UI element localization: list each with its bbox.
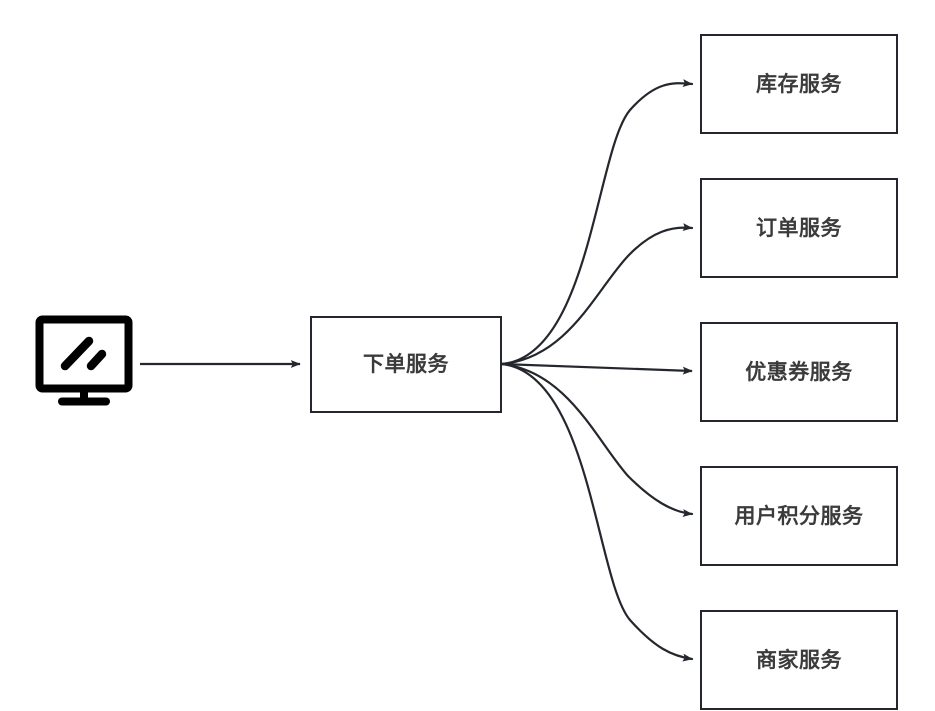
node-merchant-service-label: 商家服务 [756,648,842,672]
node-order-service-label: 订单服务 [756,216,842,240]
node-inventory-service-label: 库存服务 [756,72,842,96]
connector-order-placement-to-user-points [500,362,694,518]
node-order-placement-service-label: 下单服务 [363,353,449,376]
node-order-service[interactable]: 订单服务 [700,178,898,278]
connector-order-placement-to-order [500,223,694,366]
node-order-placement-service[interactable]: 下单服务 [310,316,502,413]
node-coupon-service[interactable]: 优惠券服务 [700,322,898,422]
client-node[interactable] [34,314,136,406]
connector-order-placement-to-coupon [501,362,693,375]
node-merchant-service[interactable]: 商家服务 [700,610,898,710]
connector-order-placement-to-inventory [500,79,694,366]
node-inventory-service[interactable]: 库存服务 [700,34,898,134]
node-user-points-service[interactable]: 用户积分服务 [700,466,898,566]
node-coupon-service-label: 优惠券服务 [745,360,853,384]
connector-order-placement-to-merchant [500,362,694,662]
monitor-icon [35,315,133,406]
node-user-points-service-label: 用户积分服务 [734,504,864,528]
